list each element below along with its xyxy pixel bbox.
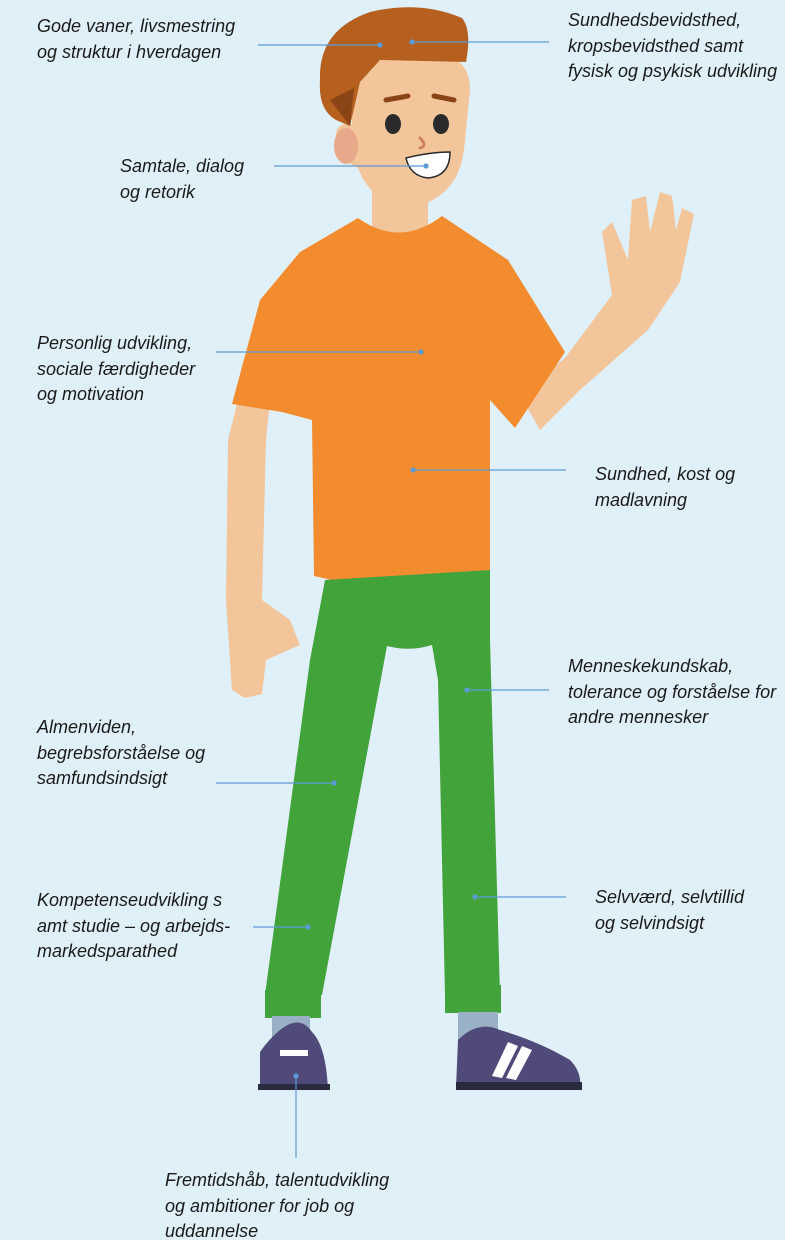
left-shoe	[260, 1022, 328, 1090]
label-competence: Kompetenseudvikling s amt studie – og ar…	[37, 888, 230, 965]
left-cuff	[265, 990, 321, 1018]
label-habits: Gode vaner, livsmestring og struktur i h…	[37, 14, 235, 65]
label-future: Fremtidshåb, talentudvikling og ambition…	[165, 1168, 389, 1240]
right-cuff	[445, 985, 501, 1013]
label-health-food: Sundhed, kost og madlavning	[595, 462, 735, 513]
shirt	[232, 216, 565, 586]
ear	[334, 128, 358, 164]
right-arm	[520, 192, 694, 430]
label-personal: Personlig udvikling, sociale færdigheder…	[37, 331, 195, 408]
left-eye	[385, 114, 401, 134]
label-dialogue: Samtale, dialog og retorik	[120, 154, 244, 205]
label-selfworth: Selvværd, selvtillid og selvindsigt	[595, 885, 744, 936]
label-tolerance: Menneskekundskab, tolerance og forståels…	[568, 654, 785, 731]
left-arm	[226, 400, 300, 698]
label-health-awareness: Sundhedsbevidsthed, kropsbevidsthed samt…	[568, 8, 785, 85]
label-general-knowledge: Almenviden, begrebsforståelse og samfund…	[37, 715, 205, 792]
right-eye	[433, 114, 449, 134]
